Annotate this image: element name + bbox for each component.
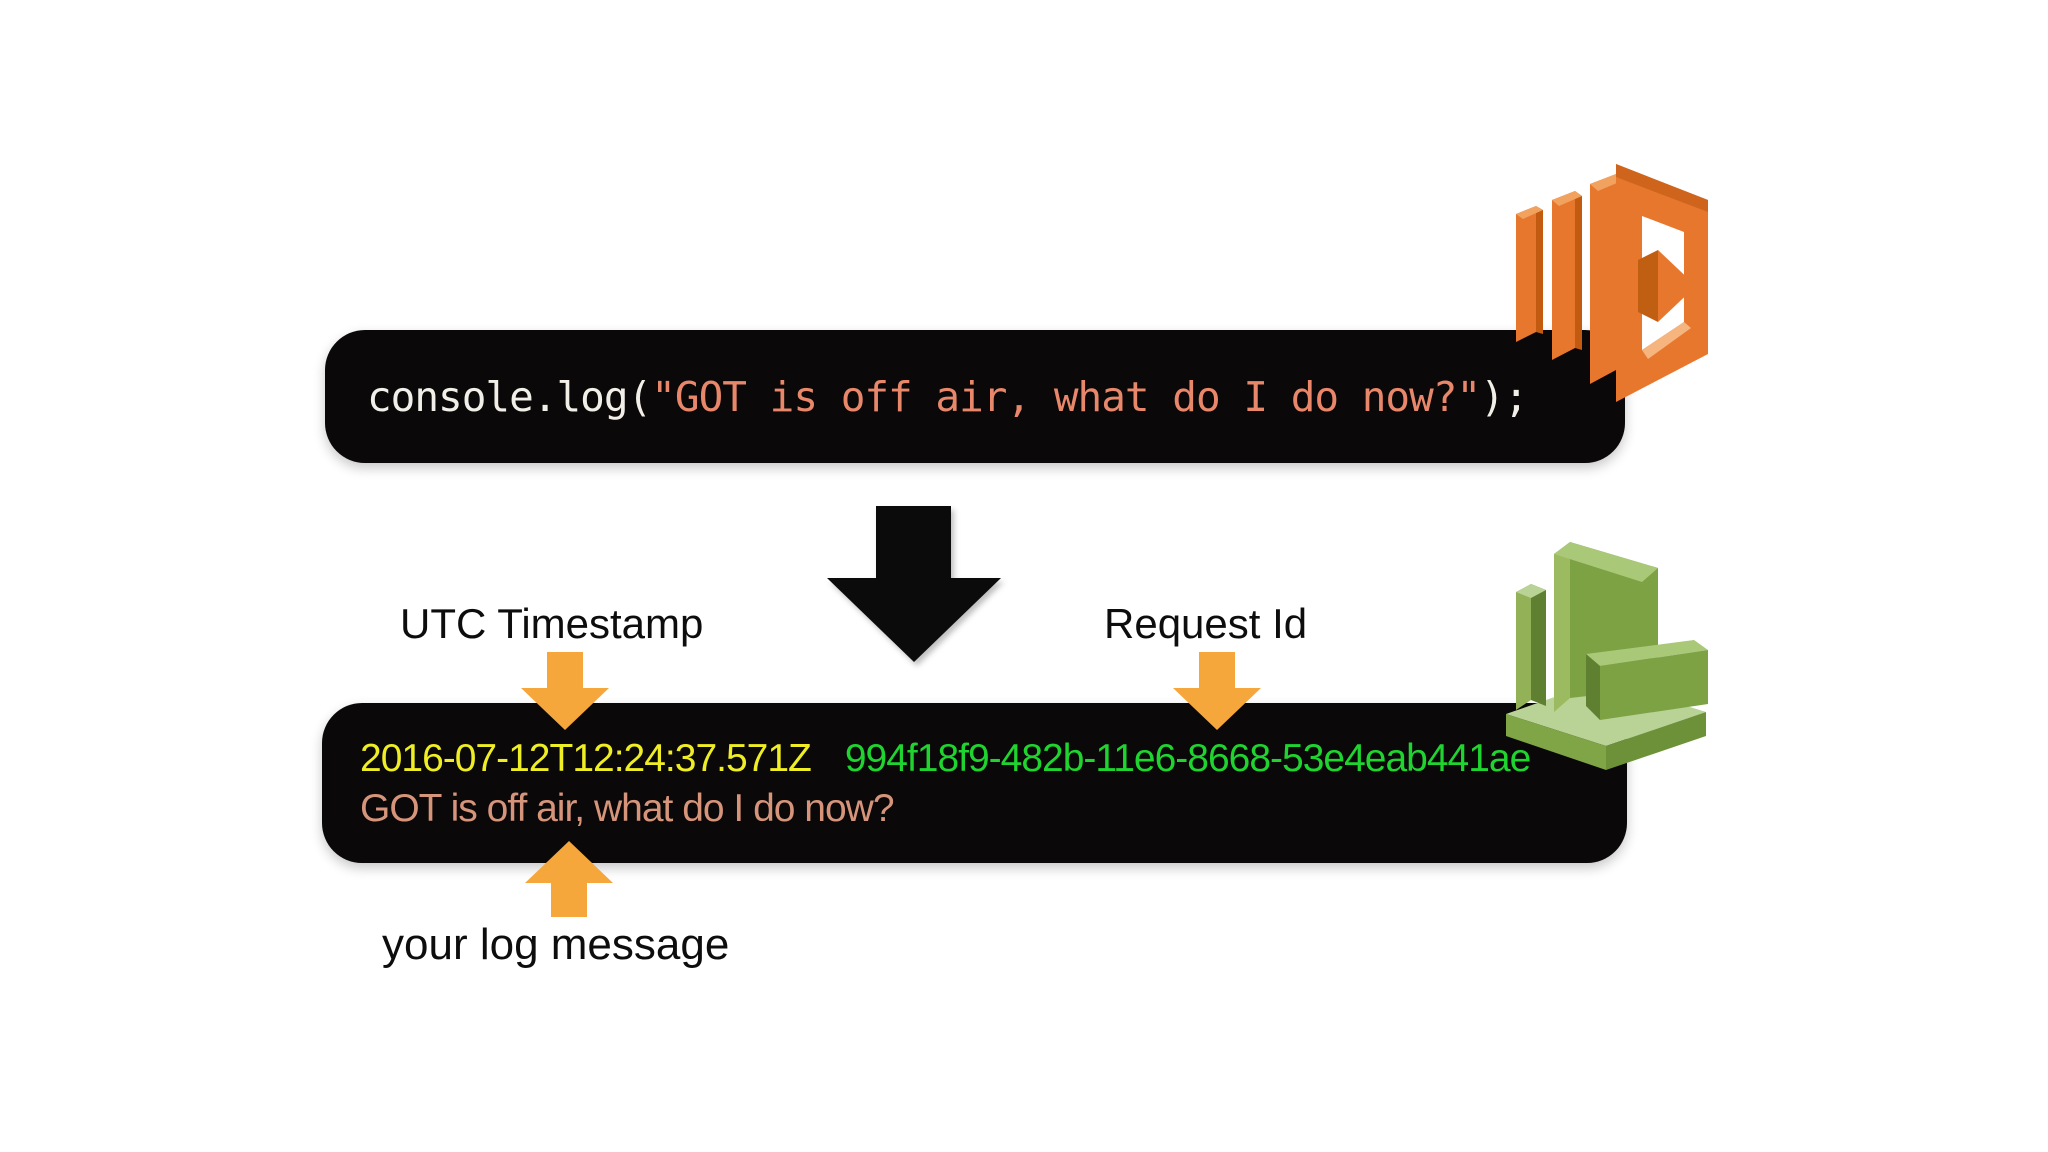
log-message-pointer-arrow-icon (525, 841, 613, 917)
log-line-meta: 2016-07-12T12:24:37.571Z 994f18f9-482b-11… (360, 737, 1531, 781)
code-prefix: console.log( (367, 372, 652, 421)
request-id-label: Request Id (1104, 600, 1308, 647)
aws-lambda-icon (1516, 164, 1708, 402)
aws-cloudwatch-logs-icon (1506, 542, 1708, 770)
your-log-message-label: your log message (382, 920, 730, 969)
log-request-id: 994f18f9-482b-11e6-8668-53e4eab441ae (844, 737, 1531, 780)
request-id-pointer-arrow-icon (1173, 652, 1261, 730)
code-line: console.log("GOT is off air, what do I d… (325, 372, 1529, 421)
console-log-code-box: console.log("GOT is off air, what do I d… (325, 330, 1625, 463)
code-string-literal: "GOT is off air, what do I do now?" (651, 372, 1481, 421)
log-message-text: GOT is off air, what do I do now? (360, 787, 895, 830)
flow-down-arrow-icon (827, 506, 1001, 662)
code-suffix: ); (1480, 372, 1528, 421)
utc-pointer-arrow-icon (521, 652, 609, 730)
cloudwatch-log-box: 2016-07-12T12:24:37.571Z 994f18f9-482b-11… (322, 703, 1627, 863)
utc-timestamp-label: UTC Timestamp (400, 600, 704, 647)
log-timestamp: 2016-07-12T12:24:37.571Z (360, 737, 812, 780)
